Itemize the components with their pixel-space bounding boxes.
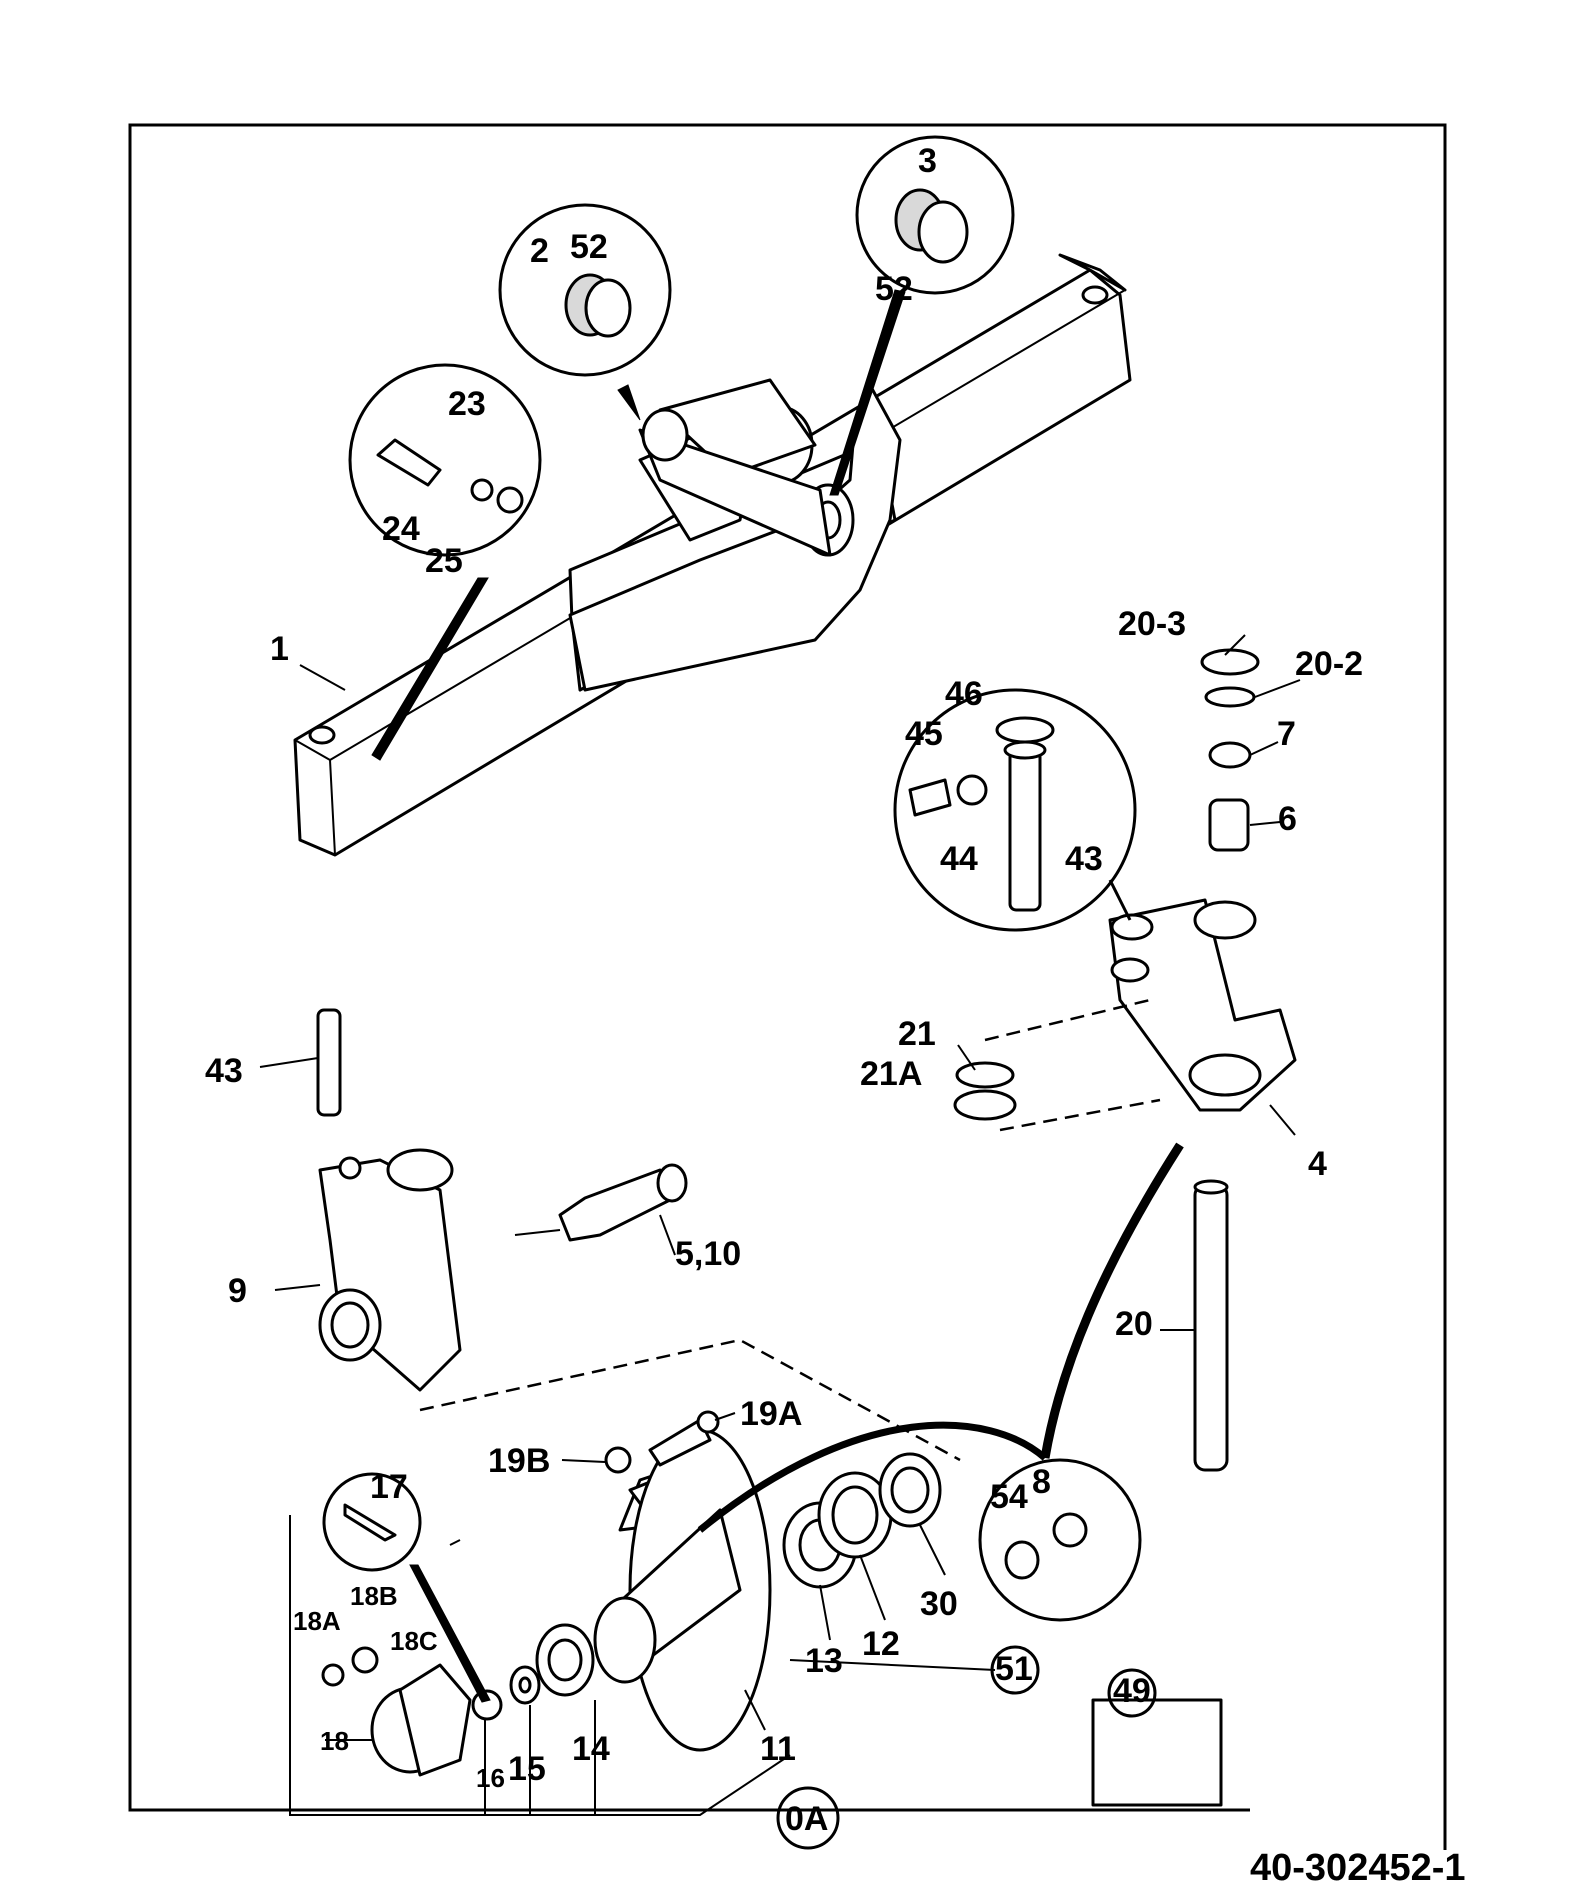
callout-30: 30 (920, 1585, 958, 1623)
callout-16: 16 (476, 1763, 505, 1793)
callout-5-10: 5,10 (675, 1235, 741, 1273)
pin-20 (1193, 1179, 1229, 1472)
callout-circles (776, 1645, 1157, 1850)
callout-2: 2 (530, 232, 549, 270)
callout-52-right: 52 (875, 270, 913, 308)
detail-circle-bushing-3-52 (829, 135, 1015, 496)
callout-3: 3 (918, 142, 937, 180)
callout-21a: 21A (860, 1055, 922, 1093)
callout-17: 17 (370, 1468, 408, 1506)
callout-21: 21 (898, 1015, 936, 1053)
seal-30 (878, 1452, 942, 1528)
callout-23: 23 (448, 385, 486, 423)
callout-0a: 0A (785, 1800, 828, 1838)
callout-43-left: 43 (205, 1052, 243, 1090)
callout-19b: 19B (488, 1442, 550, 1480)
axle-beam-part-1 (293, 253, 1132, 857)
callout-24: 24 (382, 510, 420, 548)
callout-18: 18 (320, 1726, 349, 1756)
thrust-bearing-21 (953, 1061, 1017, 1121)
drawing-frame (128, 123, 1447, 1850)
callout-43-right: 43 (1065, 840, 1103, 878)
callout-18b: 18B (350, 1581, 398, 1611)
callout-9: 9 (228, 1272, 247, 1310)
callout-44: 44 (940, 840, 978, 878)
callout-11: 11 (760, 1730, 796, 1768)
callout-14: 14 (572, 1730, 610, 1768)
washer-15 (509, 1665, 541, 1705)
spindle-part-5-10 (514, 1163, 688, 1242)
shim-20-3 (1200, 648, 1260, 676)
callout-52-top: 52 (570, 228, 608, 266)
shim-20-2 (1204, 686, 1256, 708)
callout-51: 51 (995, 1650, 1033, 1688)
callout-12: 12 (862, 1625, 900, 1663)
detail-circle-bushing-2-52 (498, 203, 672, 421)
drawing-number: 40-302452-1 (1250, 1847, 1466, 1889)
detail-circle-grease-fitting-8-54 (697, 1142, 1184, 1622)
callout-25: 25 (425, 542, 463, 580)
leader-lines (259, 634, 1301, 1741)
detail-circle-cotter-pin-17 (322, 1472, 491, 1703)
bearing-14 (535, 1623, 595, 1697)
bearing-cup-12 (817, 1471, 893, 1559)
spindle-housing-part-9 (318, 1148, 462, 1392)
bushing-7 (1208, 741, 1252, 769)
box-49 (1091, 1698, 1223, 1807)
callout-19a: 19A (740, 1395, 802, 1433)
callout-18a: 18A (293, 1606, 341, 1636)
sleeve-6 (1208, 798, 1250, 852)
hub-part-11 (593, 1428, 772, 1752)
callout-4: 4 (1308, 1145, 1327, 1183)
kit-bracket-lines (289, 1515, 791, 1816)
callout-13: 13 (805, 1642, 843, 1680)
callout-labels: 1 2 52 3 52 23 24 25 20-3 20-2 46 45 7 6… (205, 142, 1363, 1838)
steering-knuckle-part-4 (1108, 898, 1297, 1112)
callout-54: 54 (990, 1478, 1028, 1516)
callout-8: 8 (1032, 1463, 1051, 1501)
callout-20-2: 20-2 (1295, 645, 1363, 683)
callout-45: 45 (905, 715, 943, 753)
pin-43-left (316, 1008, 342, 1117)
callout-20: 20 (1115, 1305, 1153, 1343)
detail-circle-grease-pin-23-24-25 (348, 363, 542, 761)
callout-49: 49 (1113, 1672, 1151, 1710)
callout-18c: 18C (390, 1626, 438, 1656)
dashed-assembly-lines (419, 998, 1161, 1462)
callout-15: 15 (508, 1750, 546, 1788)
detail-circle-pin-43-44-45-46 (893, 688, 1137, 932)
callout-6: 6 (1278, 800, 1297, 838)
cap-18 (370, 1663, 472, 1777)
bolt-19a (648, 1410, 720, 1467)
callout-1: 1 (270, 630, 289, 668)
nut-19b (604, 1446, 632, 1474)
callout-46: 46 (945, 675, 983, 713)
callout-7: 7 (1277, 715, 1296, 753)
bolt-18a-18b (321, 1646, 379, 1687)
callout-20-3: 20-3 (1118, 605, 1186, 643)
